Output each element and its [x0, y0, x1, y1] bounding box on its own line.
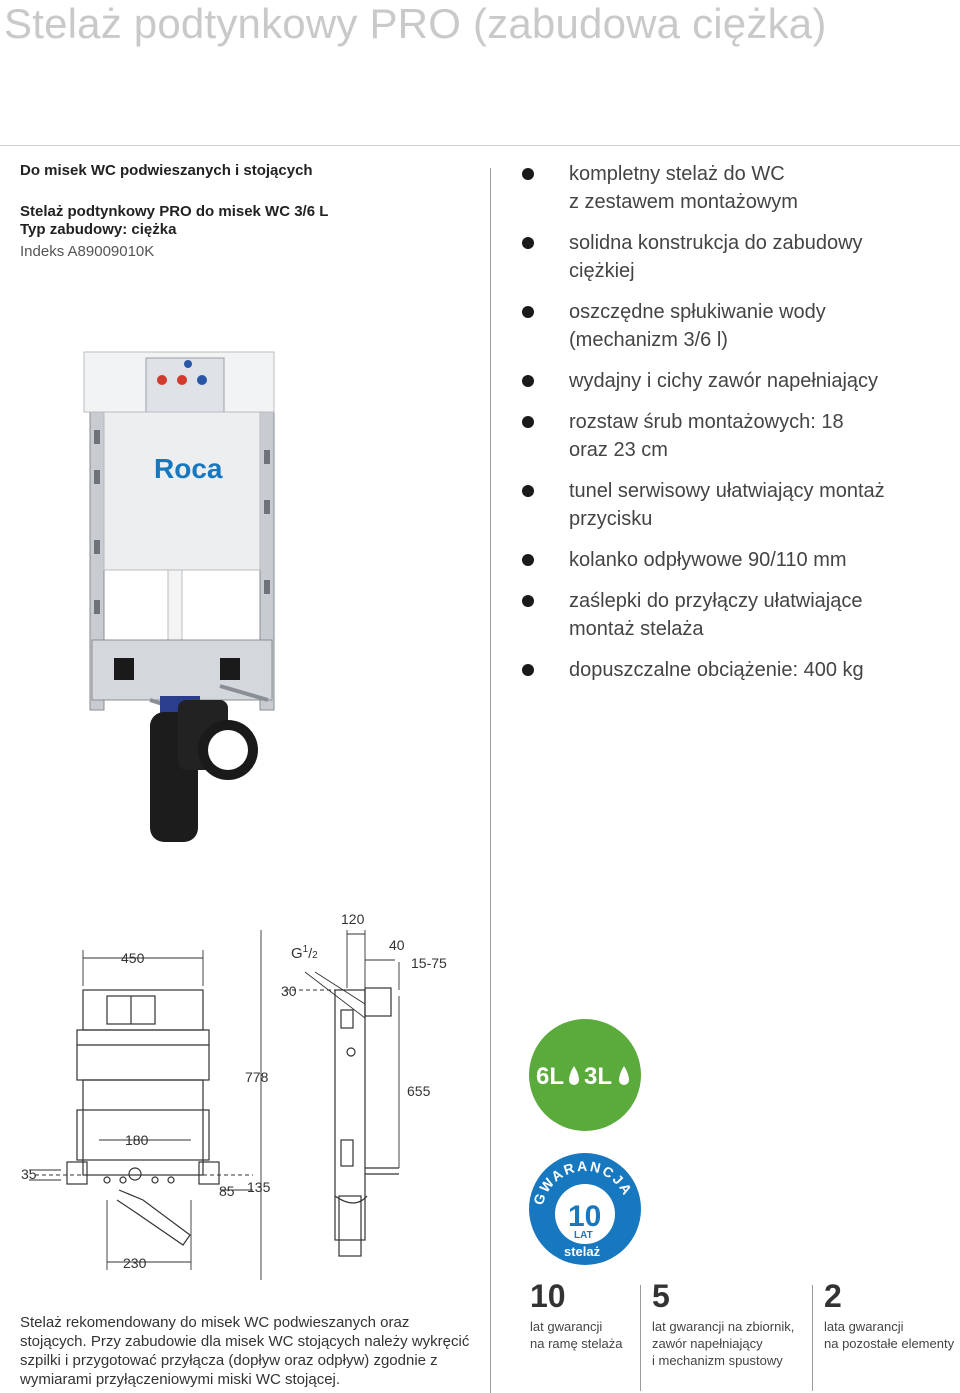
dim-655: 655	[407, 1083, 431, 1099]
bullet-icon	[522, 554, 534, 566]
feature-item: wydajny i cichy zawór napełniający	[522, 367, 942, 395]
flush-volume-badge: 6L 3L	[529, 1019, 641, 1131]
bullet-icon	[522, 306, 534, 318]
dim-30: 30	[281, 983, 297, 999]
warranty-divider	[640, 1285, 641, 1391]
warranty-item: 5 lat gwarancji na zbiornik,zawór napełn…	[652, 1278, 795, 1368]
water-drop-icon	[619, 1066, 629, 1085]
svg-text:stelaż: stelaż	[564, 1244, 601, 1259]
dim-180: 180	[125, 1132, 149, 1148]
dim-85: 85	[219, 1183, 235, 1199]
water-drop-icon	[569, 1066, 579, 1085]
column-divider	[490, 168, 491, 1393]
dim-40: 40	[389, 937, 405, 953]
bullet-icon	[522, 168, 534, 180]
product-build-type: Typ zabudowy: ciężka	[20, 221, 177, 238]
dim-135: 135	[247, 1179, 271, 1195]
product-category: Do misek WC podwieszanych i stojących	[20, 162, 313, 179]
product-name: Stelaż podtynkowy PRO do misek WC 3/6 L	[20, 203, 329, 220]
dim-g-thread: G1/2	[291, 944, 318, 962]
svg-text:3L: 3L	[584, 1063, 612, 1090]
guarantee-badge: GWARANCJA 10 LAT stelaż	[529, 1153, 641, 1265]
bullet-icon	[522, 416, 534, 428]
feature-item: kolanko odpływowe 90/110 mm	[522, 546, 942, 574]
page-title: Stelaż podtynkowy PRO (zabudowa ciężka)	[4, 0, 827, 47]
dim-778: 778	[245, 1069, 269, 1085]
warranty-years: 2	[824, 1278, 842, 1314]
warranty-years: 5	[652, 1278, 670, 1314]
bullet-icon	[522, 664, 534, 676]
bullet-icon	[522, 485, 534, 497]
feature-item: dopuszczalne obciążenie: 400 kg	[522, 656, 942, 684]
top-divider	[0, 145, 960, 146]
feature-item: oszczędne spłukiwanie wody(mechanizm 3/6…	[522, 298, 942, 354]
technical-drawing: 450 120 40 15-75 G1/2 30 778 655 180 35 …	[21, 911, 447, 1280]
warranty-years: 10	[530, 1278, 566, 1314]
product-index: Indeks A89009010K	[20, 243, 155, 260]
svg-text:6L: 6L	[536, 1063, 564, 1090]
dim-120: 120	[341, 911, 365, 927]
product-photo: Roca	[83, 351, 275, 842]
svg-text:LAT: LAT	[574, 1230, 593, 1241]
svg-text:10: 10	[568, 1200, 601, 1233]
bullet-icon	[522, 237, 534, 249]
product-info: Do misek WC podwieszanych i stojących St…	[20, 162, 460, 261]
dim-230: 230	[123, 1255, 147, 1271]
dim-450: 450	[121, 950, 145, 966]
bullet-icon	[522, 595, 534, 607]
installation-note: Stelaż rekomendowany do misek WC podwies…	[20, 1314, 470, 1388]
warranty-divider	[812, 1285, 813, 1391]
dim-15-75: 15-75	[411, 955, 447, 971]
bullet-icon	[522, 375, 534, 387]
dim-35: 35	[21, 1166, 37, 1182]
svg-text:Roca: Roca	[154, 453, 223, 484]
